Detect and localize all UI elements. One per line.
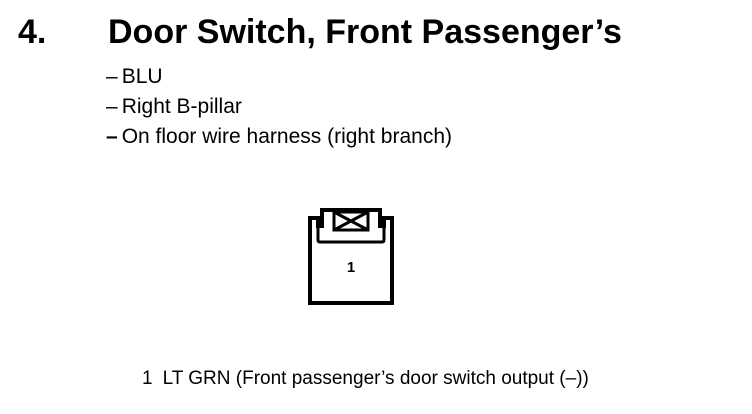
detail-text: On floor wire harness (right branch) bbox=[121, 125, 452, 148]
pin-description-number: 1 bbox=[142, 368, 153, 389]
connector-inner-outline bbox=[316, 226, 386, 244]
detail-dash: – bbox=[106, 125, 118, 148]
connector-details-list: –BLU –Right B-pillar –On floor wire harn… bbox=[106, 62, 452, 152]
detail-text: Right B-pillar bbox=[121, 95, 242, 118]
section-number: 4. bbox=[18, 13, 47, 51]
detail-color: –BLU bbox=[106, 62, 452, 92]
pin-description-1: 1 LT GRN (Front passenger’s door switch o… bbox=[142, 366, 589, 392]
page-title: Door Switch, Front Passenger’s bbox=[108, 13, 622, 51]
connector-housing bbox=[308, 208, 394, 305]
detail-dash: – bbox=[106, 95, 118, 118]
pin-number-label: 1 bbox=[347, 259, 355, 276]
detail-text: BLU bbox=[121, 65, 163, 88]
detail-harness: –On floor wire harness (right branch) bbox=[106, 122, 452, 152]
pin-description-text: LT GRN (Front passenger’s door switch ou… bbox=[162, 368, 589, 389]
detail-location: –Right B-pillar bbox=[106, 92, 452, 122]
lock-tab-cross bbox=[333, 210, 369, 232]
connector-diagram: 1 bbox=[308, 208, 394, 305]
detail-dash: – bbox=[106, 65, 118, 88]
